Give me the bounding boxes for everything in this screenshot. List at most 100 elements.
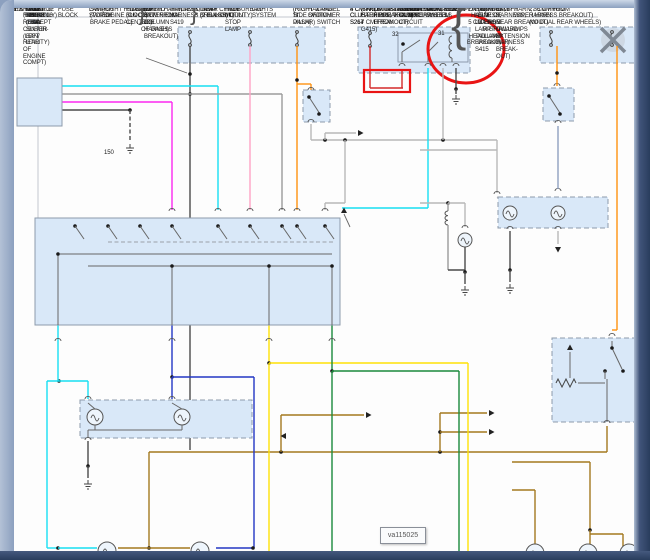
diagram-label: TURN/ HAZARD SWITCH [308,8,333,20]
connector-pin [307,87,315,91]
wire-segment [171,225,182,240]
fuse-icon [368,31,372,35]
coil-icon [448,35,453,59]
connector-pin [603,420,611,424]
junction-dot [610,346,614,350]
diagram-label: AUX FUSE 22 20A [30,8,54,20]
wire-segment [324,225,335,240]
arrow-icon [489,410,495,416]
wire-segment [87,402,96,410]
connector-pin [278,208,286,212]
diagram-label: I/P FUSE BLOCK [25,8,45,20]
bulb-filament-icon [177,414,187,422]
bulb-filament-icon [102,548,108,551]
junction-dot [555,71,559,75]
wire-segment [171,402,183,410]
junction-dot [188,72,192,76]
wire-segment [548,95,561,114]
diagram-label: HOT AT ALL TIMES [14,8,23,13]
junction-dot [295,78,299,82]
diagram-label: 150 [104,150,114,156]
diagram-label: HOT AT ALL TIMES [14,8,23,13]
diagram-viewport: HOT AT ALL TIMESHOT IN RUN, BULB TEST OR… [14,8,634,551]
diagram-label: (DASH HARNESS BEHIND LEFT SIDE OF DASH) [428,8,487,13]
wiring-diagram-svg [16,13,634,551]
wire-segment [107,225,118,240]
bulb-filament-icon [90,414,100,422]
diagram-label: G202 (BEHIND LEFT SIDE OF DASH) [141,8,169,33]
connector-pin [307,119,315,123]
connector-pin [439,63,447,67]
diagram-label: 31 [438,31,445,37]
connector-pin [461,225,469,229]
diagram-label: G305 (RIGHT 'B' PILLAR) [293,8,315,27]
diagram-label: CENTER HIGH MOUNT STOP LAMP [225,8,247,33]
diagram-label: (DASH HARNESS, 4 CM FROM INSTRUMENT CLUS… [350,8,423,27]
arrow-icon [489,429,495,435]
connector-pin [84,396,92,400]
diagram-label: (FORWARD LAMPS HARN, 35 CM FROM WIPER HA… [514,8,570,27]
fuse-icon [368,34,372,45]
fuse-icon [295,30,299,34]
diagram-label: TURN/HAZARD FLASHER (ON CONVENIENCE CENT… [126,8,182,27]
diagram-label: (REAR LAMP 27 CM FROM HARNESS BREAKOUT) … [529,8,602,27]
window-left-edge [0,0,14,560]
fuse-icon [188,30,192,34]
wire-segment [249,225,260,240]
diagram-layer: HOT AT ALL TIMESHOT IN RUN, BULB TEST OR… [14,8,634,551]
connector-pin [328,338,336,342]
diagram-label: I/P FUSE BLOCK [58,8,78,20]
diagram-label: POLICE PACKAGE (1999 ONLY) [23,8,57,20]
diagram-label: HOT AT ALL TIMES [14,8,23,13]
connector-pin [84,437,92,441]
diagram-label: S220 (DASH HARN, 6 CM FROM COLUMN HARNES… [144,8,182,40]
diagram-label: CARGO LAMP SWITCH [89,8,113,20]
diagram-label: (LICENSE LAMP HARNESS, NEAR LICENSE LAMP… [475,8,519,54]
connector-pin [168,338,176,342]
window-right-scrollbar[interactable] [634,0,650,560]
fuse-icon [549,30,553,34]
window-top-edge [0,0,650,8]
diagram-label: HOT AT ALL TIMES [14,8,23,13]
connector-pin [265,338,273,342]
wire-segment [611,347,623,370]
component-box [16,77,63,127]
diagram-label: (EXCEPT SUBURBAN/ UTILITY) [229,8,264,20]
connector-pin [293,208,301,212]
diagram-label: CARGO LAMP [181,8,197,13]
wire-segment [296,225,307,240]
arrow-icon [358,130,364,136]
diagram-label: (TAIL- LAMP HARNESS, NEAR TAILLAMPS EXTE… [496,8,530,60]
diagram-label: G201 (RIGHT SIDE OF DASH) [293,8,317,27]
fuse-icon [610,30,614,34]
watermark-badge: va115025 [380,527,426,544]
arrow-icon [341,207,347,213]
highlight-rect [362,68,412,94]
connector-pin [168,396,176,400]
junction-dot [170,264,174,268]
fuse-icon [549,33,553,44]
diagram-label: TURN- B/U FUSE 16 15A [29,8,53,27]
diagram-label: S422 (TAIL/STOP LAMP HARN, 7 CM FROM TRA… [374,8,458,27]
diagram-label: W/O STEP BUMPER [450,8,476,13]
diagram-label: CARGO LAMP (2 BULBS) [200,8,228,20]
connector-pin [398,63,406,67]
diagram-label: (DASH HARNESS, 8 CM FROM INSTRUMENT CLUS… [350,8,423,27]
fuse-icon [188,33,192,44]
connector-pin [321,208,329,212]
diagram-label: STOP/ HAZ FUSE 1 20A [29,8,50,27]
diagram-label: SUBURBAN/ UTILITY [196,8,218,13]
bulb-filament-icon [553,210,563,218]
junction-dot [267,264,271,268]
bulb-icon [190,541,210,551]
fuse-icon [610,43,614,47]
bulb-icon [97,541,117,551]
wire-segment [343,213,351,228]
junction-dot [317,112,321,116]
connector-pin [246,208,254,212]
junction-dot [621,369,625,373]
diagram-label: INTERIOR LIGHTS SYSTEM [252,8,277,20]
diagram-label: STOP LAMP RELAY (EXCEPT SUBUR- BAN/ UTIL… [26,8,52,47]
